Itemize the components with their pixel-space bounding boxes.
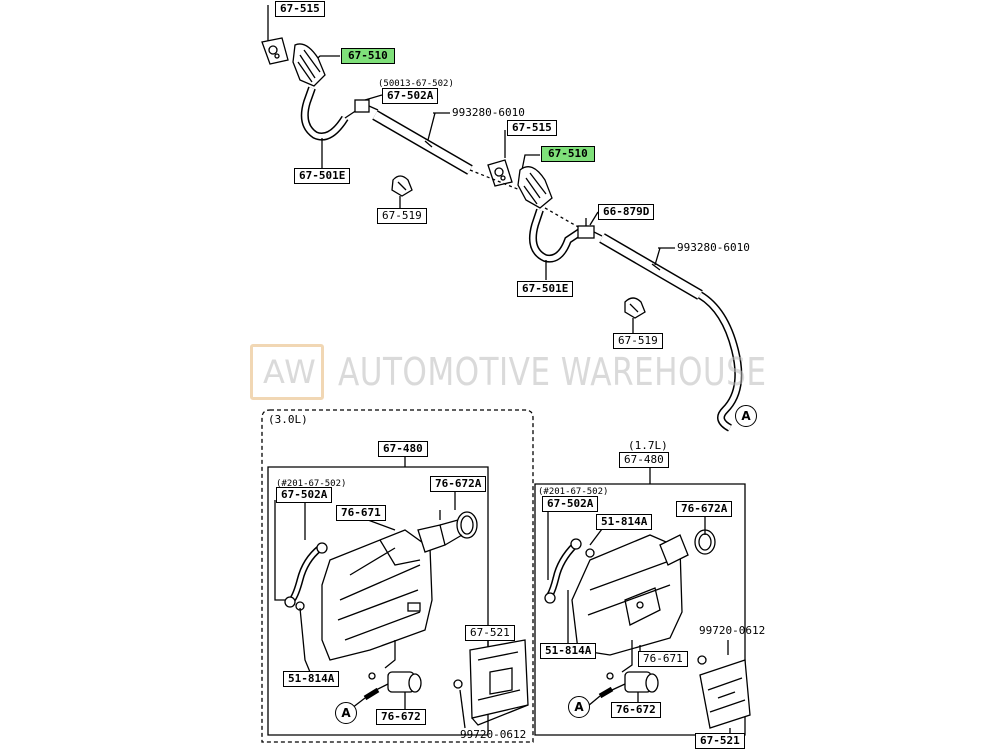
- check-valve-icon: [570, 538, 582, 550]
- clip-67-515-icon: [261, 37, 289, 65]
- part-label-67-510-highlighted: 67-510: [341, 48, 395, 64]
- leader-line: [459, 689, 466, 729]
- clamp-67-519-icon: [391, 175, 413, 197]
- bolt-icon: [697, 655, 707, 665]
- connector-marker-a: A: [335, 702, 357, 724]
- leader-line: [384, 640, 396, 669]
- filler-neck-icon: [659, 529, 716, 566]
- part-label-76-672A: 76-672A: [430, 476, 487, 492]
- dashed-border: [261, 409, 534, 743]
- mounting-bracket-icon: [699, 659, 751, 729]
- part-label-67-501E: 67-501E: [517, 281, 574, 297]
- group-frame: [267, 466, 489, 736]
- check-valve-icon: [344, 99, 379, 119]
- t-joint-icon: [577, 218, 603, 239]
- leader-line: [621, 640, 633, 673]
- part-label-67-515: 67-515: [275, 1, 325, 17]
- part-label-51-814A: 51-814A: [283, 671, 340, 687]
- part-label-67-502A: 67-502A: [542, 496, 599, 512]
- hose: [363, 687, 380, 701]
- part-label-66-879D: 66-879D: [598, 204, 655, 220]
- check-valve-icon: [316, 542, 328, 554]
- part-label-67-502A: 67-502A: [276, 487, 333, 503]
- part-label-67-521: 67-521: [695, 733, 745, 749]
- leader-line: [364, 94, 383, 101]
- part-label-993280-6010: 993280-6010: [452, 106, 525, 119]
- part-label-67-515: 67-515: [507, 120, 557, 136]
- group-frame: [534, 483, 746, 736]
- part-label-67-502A: 67-502A: [382, 88, 439, 104]
- fitting-icon: [544, 592, 556, 604]
- part-label-67-521: 67-521: [465, 625, 515, 641]
- engine-variant-label: (1.7L): [628, 439, 668, 452]
- washer-pump-icon: [611, 671, 659, 693]
- part-label-51-814A: 51-814A: [596, 514, 653, 530]
- part-label-99720-0612: 99720-0612: [699, 624, 766, 637]
- leader-line: [274, 500, 290, 601]
- hose: [598, 686, 614, 699]
- washer-nozzle-icon: [292, 43, 326, 87]
- part-label-51-814A: 51-814A: [540, 643, 597, 659]
- watermark-text: AUTOMOTIVE WAREHOUSE: [338, 350, 767, 394]
- connector-marker-a: A: [568, 696, 590, 718]
- leader-line: [299, 607, 311, 673]
- leader-line: [589, 211, 599, 226]
- part-note: (#201-67-502): [276, 479, 347, 489]
- leader-line: [587, 695, 601, 707]
- connector-marker-a: A: [735, 405, 757, 427]
- filler-neck-icon: [417, 511, 478, 553]
- part-label-67-519: 67-519: [613, 333, 663, 349]
- part-label-76-671: 76-671: [638, 651, 688, 667]
- washer-tank-icon: [571, 534, 683, 656]
- watermark-logo: AW: [250, 344, 324, 400]
- bolt-icon: [453, 679, 463, 689]
- part-label-67-519: 67-519: [377, 208, 427, 224]
- leader-line: [654, 247, 661, 266]
- part-note: (#201-67-502): [538, 487, 609, 497]
- dashed-line: [544, 207, 581, 229]
- part-label-67-480: 67-480: [378, 441, 428, 457]
- watermark: AW AUTOMOTIVE WAREHOUSE: [250, 343, 860, 401]
- part-label-76-672: 76-672: [611, 702, 661, 718]
- clamp-67-519-icon: [624, 297, 646, 319]
- leader-line: [427, 112, 436, 141]
- fitting-icon: [585, 548, 595, 558]
- part-label-76-671: 76-671: [336, 505, 386, 521]
- part-label-993280-6010: 993280-6010: [677, 241, 750, 254]
- part-label-67-501E: 67-501E: [294, 168, 351, 184]
- part-note: (50013-67-502): [378, 79, 454, 89]
- part-label-67-510-highlighted: 67-510: [541, 146, 595, 162]
- leader-line: [521, 154, 540, 171]
- dashed-line: [469, 169, 521, 191]
- part-label-67-480: 67-480: [619, 452, 669, 468]
- part-label-99720-0612: 99720-0612: [460, 728, 527, 741]
- part-label-76-672: 76-672: [376, 709, 426, 725]
- washer-tank-icon: [321, 529, 433, 661]
- engine-variant-label: (3.0L): [268, 413, 308, 426]
- fitting-icon: [284, 596, 296, 608]
- washer-pump-icon: [375, 671, 422, 693]
- washer-nozzle-icon: [517, 166, 553, 209]
- leader-line: [367, 519, 396, 531]
- part-label-76-672A: 76-672A: [676, 501, 733, 517]
- mounting-bracket-icon: [469, 639, 529, 726]
